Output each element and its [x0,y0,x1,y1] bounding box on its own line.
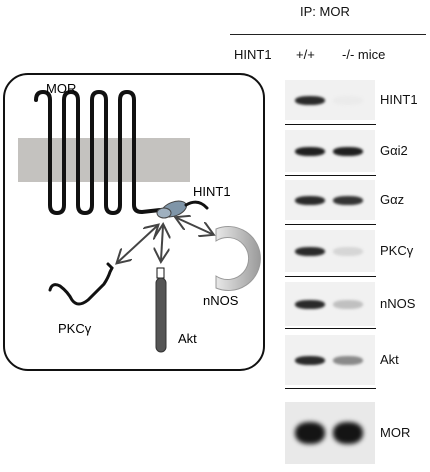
knockout-column-label: -/- mice [342,47,386,62]
knockout-band [333,146,363,156]
blot-separator [285,388,376,389]
wildtype-band [295,95,325,105]
blot-separator [285,224,376,225]
blot-strip [285,130,375,172]
blot-label: PKCγ [380,243,414,258]
knockout-band [333,355,363,365]
header-rule [230,34,426,35]
akt-linker-shape [156,267,165,279]
blot-label: MOR [380,425,411,440]
wildtype-column-label: +/+ [296,47,315,62]
nnos-interaction-arrow [177,218,212,234]
blot-separator [285,175,376,176]
hint1-label: HINT1 [193,184,231,199]
blot-label: HINT1 [380,92,418,107]
blot-strip [285,282,375,326]
pkc-interaction-arrow [118,226,157,262]
knockout-band [333,422,363,444]
pkc-label: PKCγ [58,321,92,336]
mor-receptor-shape [34,89,162,216]
blot-strip [285,335,375,385]
pkc-protein-shape [48,262,114,306]
hint1-tail-shape [184,200,209,210]
blot-label: Gαz [380,192,405,207]
blot-label: Akt [380,352,399,367]
ip-header: IP: MOR [300,4,350,19]
nnos-label: nNOS [203,293,239,308]
akt-protein-shape [155,277,167,353]
knockout-band [333,95,363,105]
blot-separator [285,124,376,125]
wildtype-band [295,422,325,444]
wildtype-band [295,246,325,256]
blot-label: nNOS [380,296,416,311]
wildtype-band [295,195,325,205]
wildtype-band [295,299,325,309]
knockout-band [333,195,363,205]
blot-strip [285,180,375,220]
knockout-band [333,246,363,256]
knockout-band [333,299,363,309]
blot-label: Gαi2 [380,143,408,158]
blot-separator [285,276,376,277]
genotype-label: HINT1 [234,47,272,62]
blot-strip [285,230,375,272]
blot-strip [285,402,375,464]
wildtype-band [295,146,325,156]
blot-strip [285,80,375,120]
nnos-protein-shape [215,226,261,291]
blot-separator [285,328,376,329]
signaling-diagram: MOR HINT1 PKCγ Akt nNOS [3,73,265,371]
wildtype-band [295,355,325,365]
akt-label: Akt [178,331,197,346]
akt-interaction-arrow [161,226,163,260]
receptor-label: MOR [46,81,76,96]
hint1-subunit-shape [156,207,172,219]
